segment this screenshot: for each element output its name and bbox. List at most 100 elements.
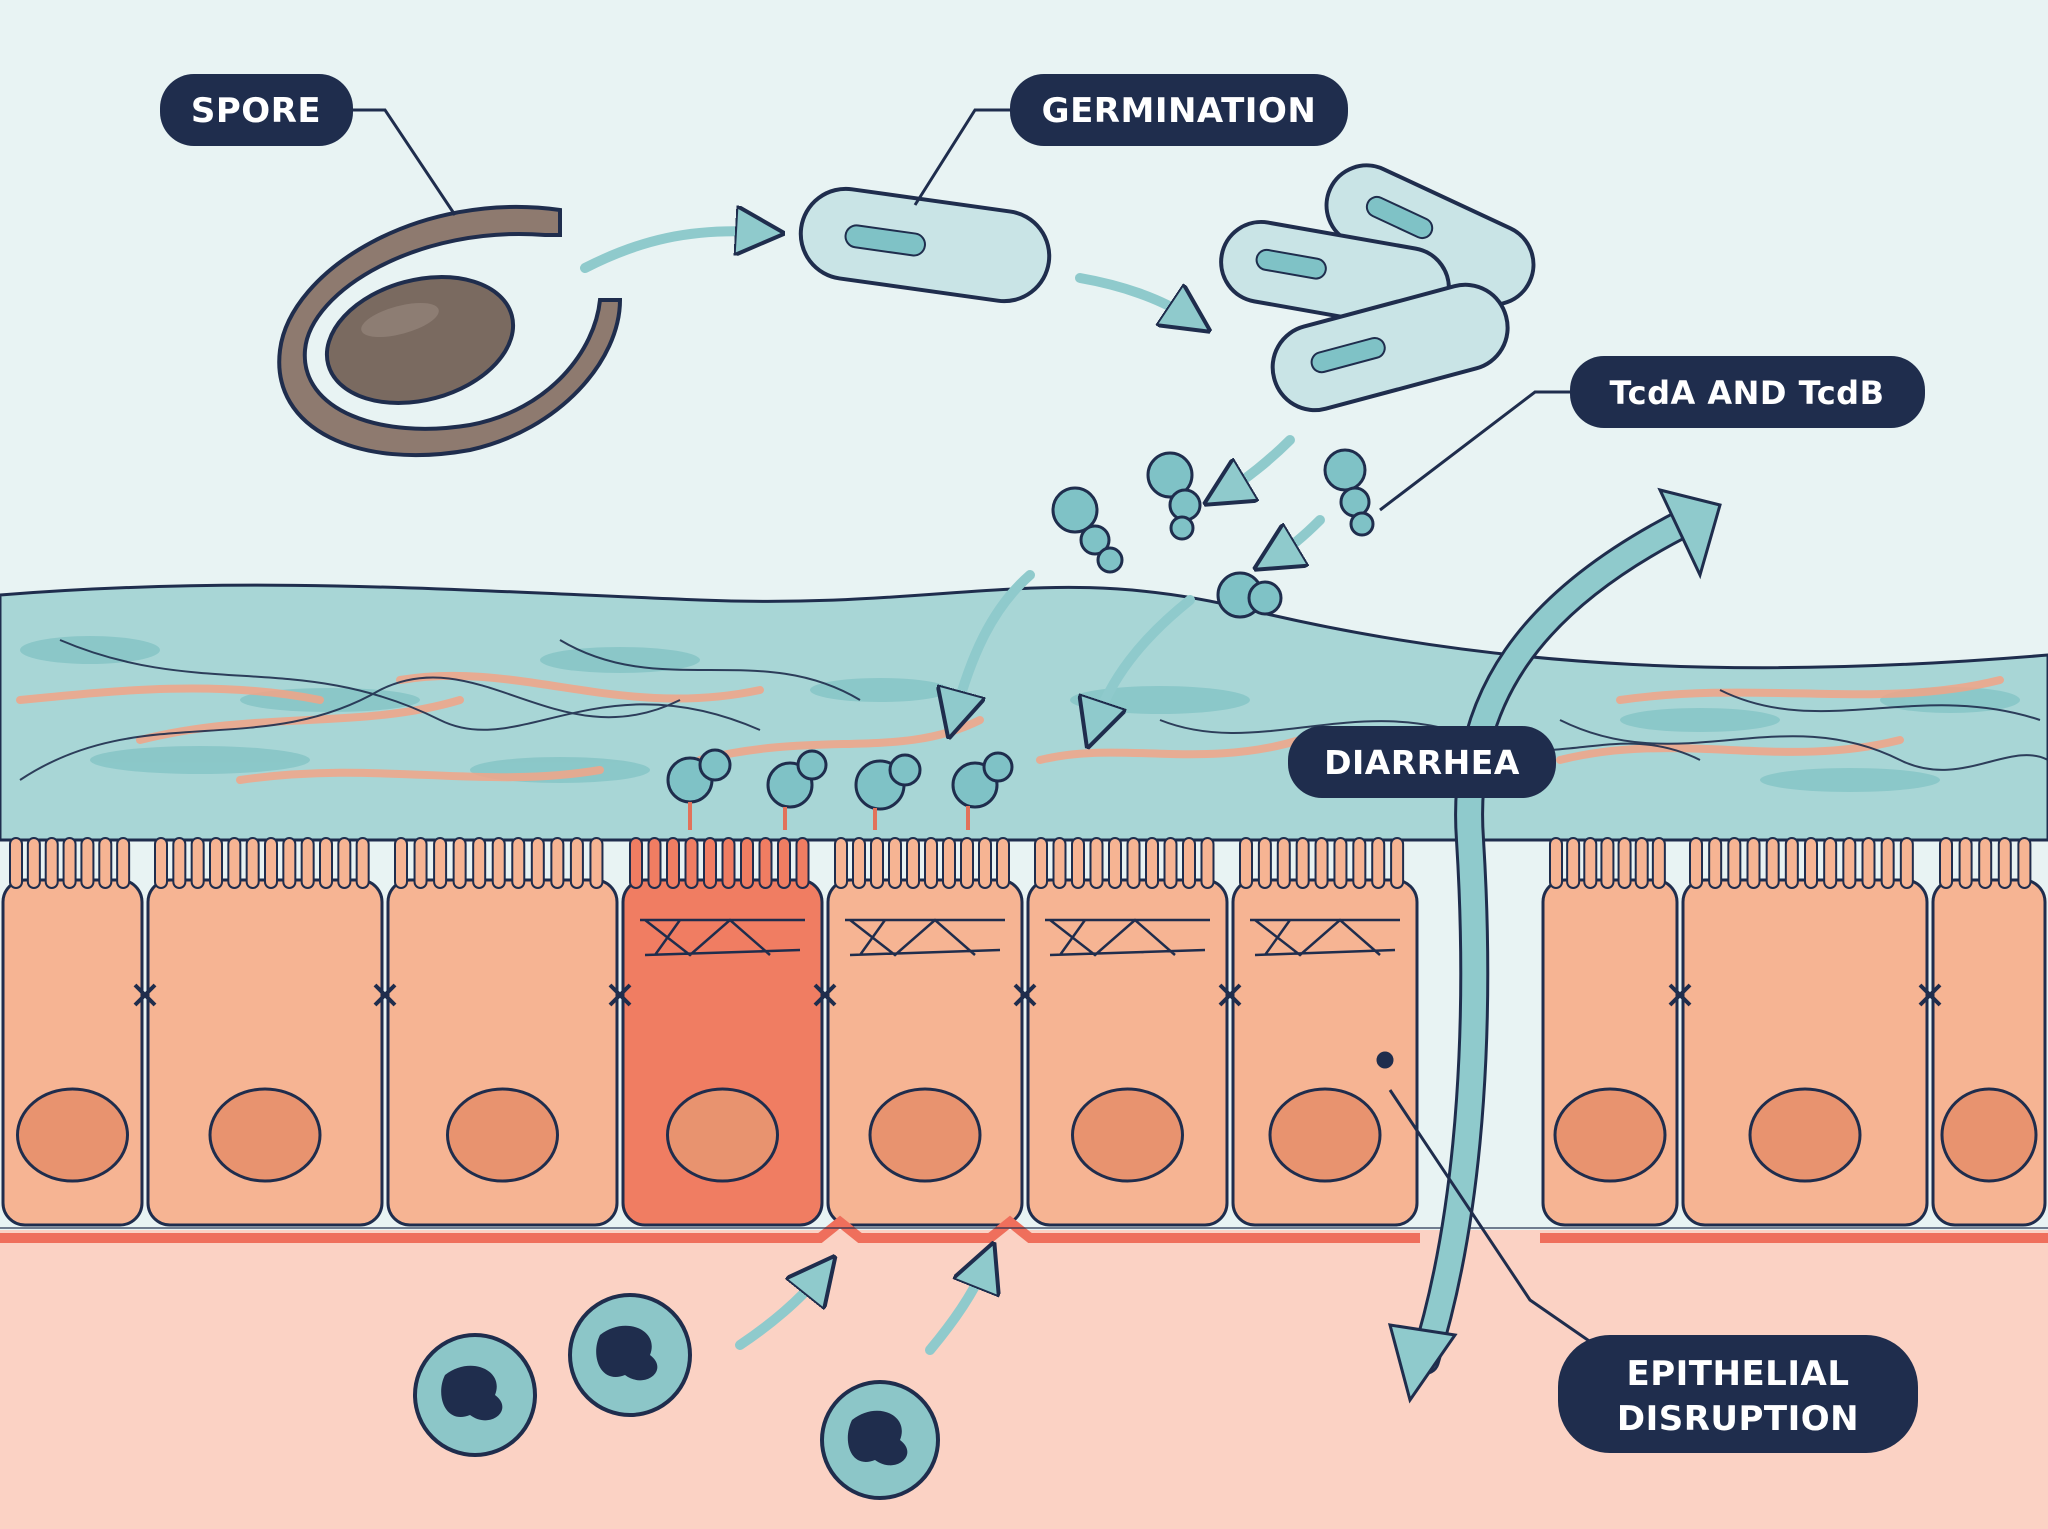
microvillus (960, 837, 974, 889)
microvillus (1617, 837, 1632, 889)
microvillus (1352, 837, 1367, 889)
microvillus (511, 837, 526, 889)
nucleus (1071, 1087, 1184, 1183)
microvillus (1842, 837, 1857, 889)
toxin-icon (854, 753, 922, 830)
microvillus (172, 837, 187, 889)
microvillus (1549, 837, 1563, 889)
toxin-icon (666, 748, 732, 830)
arrow-spore-to-germination (580, 231, 760, 273)
microvillus (1089, 837, 1104, 889)
microvillus (906, 837, 920, 889)
microvillus (1708, 837, 1723, 889)
tight-junction (133, 983, 157, 1007)
microvillus (1727, 837, 1742, 889)
microvillus (1239, 837, 1253, 889)
cell-icon (146, 837, 384, 1227)
microvillus (1997, 837, 2012, 889)
microvillus (1333, 837, 1348, 889)
microvillus (355, 837, 370, 889)
microvillus (1052, 837, 1067, 889)
leader-toxins (1379, 390, 1575, 512)
microvillus (472, 837, 487, 889)
cell-icon (826, 837, 1024, 1227)
microvillus (1566, 837, 1581, 889)
microvillus (44, 837, 59, 889)
microvillus (996, 837, 1010, 889)
label-epithelial-disruption: EPITHELIAL DISRUPTION (1558, 1335, 1918, 1453)
tight-junction (1918, 983, 1942, 1007)
tight-junction (1668, 983, 1692, 1007)
diarrhea-arrow-body (1413, 508, 1702, 1372)
label-germination-text: GERMINATION (1042, 91, 1317, 131)
tight-junction (813, 983, 837, 1007)
microvillus (1978, 837, 1993, 889)
microvillus (1861, 837, 1876, 889)
microvillus (62, 837, 77, 889)
tight-junction (608, 983, 632, 1007)
microvillus (452, 837, 467, 889)
toxin-icon (1051, 486, 1124, 574)
arrow-toxin-release-2 (1275, 515, 1325, 557)
microvillus (2017, 837, 2032, 889)
microvillus (550, 837, 565, 889)
microvillus (282, 837, 297, 889)
cytoskeleton-disruption (1045, 918, 1210, 957)
cell-icon (1681, 837, 1929, 1227)
microvillus (569, 837, 584, 889)
arrow-neutrophil-2 (925, 1265, 985, 1355)
microvillus (1651, 837, 1666, 889)
neutrophil-icon (820, 1380, 940, 1500)
cytoskeleton-disruption (845, 918, 1005, 957)
microvillus (1689, 837, 1703, 889)
microvillus (629, 837, 643, 889)
microvillus (433, 837, 448, 889)
arrow-toxin-release-1 (1225, 435, 1295, 492)
microvillus (245, 837, 260, 889)
microvillus (154, 837, 168, 889)
cell-icon (621, 837, 824, 1227)
toxin-icon (1323, 448, 1375, 537)
microvillus (1939, 837, 1953, 889)
label-spore: SPORE (160, 74, 353, 146)
microvillus (740, 837, 754, 889)
microvillus (9, 837, 23, 889)
microvillus (1634, 837, 1649, 889)
nucleus (16, 1087, 129, 1183)
cell-icon (1541, 837, 1679, 1227)
neutrophil-icon (413, 1333, 537, 1457)
microvillus (1390, 837, 1405, 889)
tight-junction (1218, 983, 1242, 1007)
microvillus (1958, 837, 1973, 889)
toxin-molecules (1051, 448, 1375, 619)
microvillus (1784, 837, 1799, 889)
label-germination: GERMINATION (1010, 74, 1348, 146)
tight-junction (1013, 983, 1037, 1007)
microvillus (264, 837, 278, 889)
spore-icon (277, 204, 623, 458)
microvillus (1295, 837, 1310, 889)
microvillus (703, 837, 717, 889)
microvillus (834, 837, 848, 889)
leader-epithelial (1388, 1089, 1596, 1347)
label-diarrhea-text: DIARRHEA (1324, 743, 1520, 782)
neutrophil-icon (568, 1293, 692, 1417)
leader-germination (913, 108, 1015, 206)
cytoskeleton-disruption (1250, 918, 1400, 957)
microvillus (795, 837, 810, 889)
leader-epithelial-dot (1376, 1051, 1394, 1069)
bacterium-icon (798, 186, 1052, 304)
microvillus (337, 837, 352, 889)
diarrhea-arrowhead-up (1657, 487, 1722, 580)
bound-toxins (666, 748, 1014, 830)
microvillus (98, 837, 113, 889)
leader-spore (350, 108, 457, 216)
microvillus (1765, 837, 1780, 889)
tight-junction (373, 983, 397, 1007)
cell-icon (1, 837, 144, 1227)
cell-icon (1231, 837, 1419, 1227)
microvillus (1145, 837, 1159, 889)
microvillus (942, 837, 956, 889)
microvillus (1804, 837, 1818, 889)
